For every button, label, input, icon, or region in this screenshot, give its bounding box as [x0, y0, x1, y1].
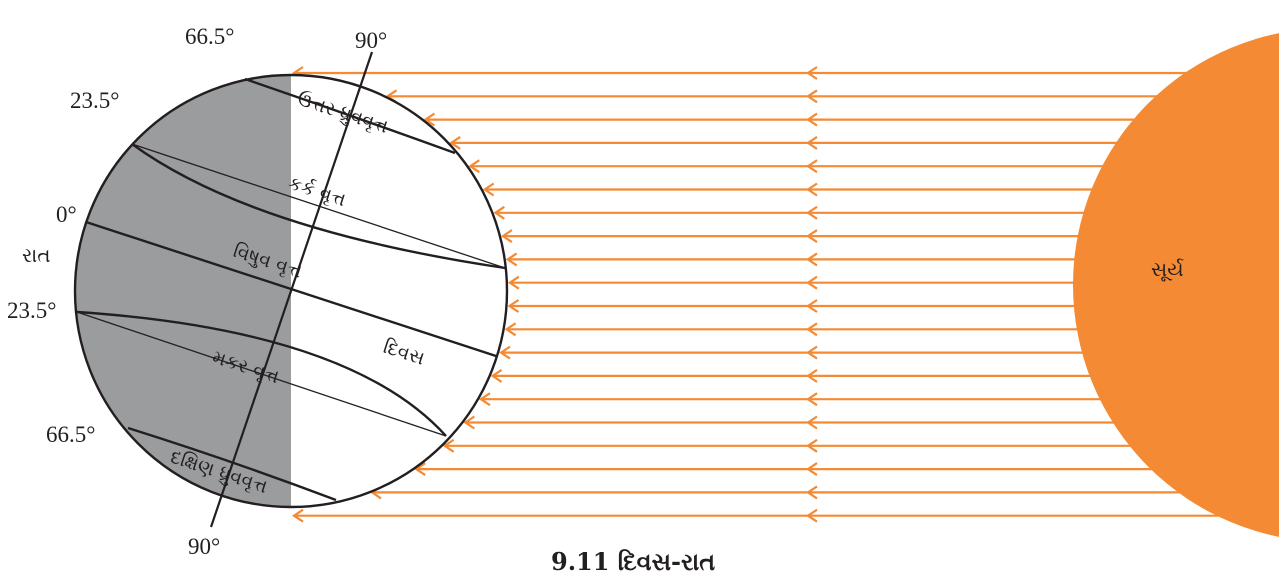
- figure-caption: 9.11 દિવસ-રાત: [551, 547, 715, 576]
- ray-arrowhead: [806, 182, 818, 197]
- ray-arrowhead: [468, 159, 480, 174]
- ray-arrowhead: [806, 368, 818, 383]
- ray-arrowhead: [806, 345, 818, 360]
- sun-rays: [292, 66, 1223, 523]
- ray-arrowhead: [806, 229, 818, 244]
- ray-arrowhead: [806, 66, 818, 80]
- latitude-label-north-66: 66.5°: [185, 24, 234, 49]
- ray-arrowhead: [806, 135, 818, 150]
- ray-arrowhead: [449, 135, 461, 150]
- latitude-label-south-66: 66.5°: [46, 422, 95, 447]
- ray-arrowhead: [463, 415, 475, 430]
- ray-arrowhead: [507, 299, 520, 313]
- axis-label-top: 90°: [355, 28, 387, 53]
- capricorn-line-inner: [76, 310, 447, 437]
- latitude-label-equator: 0°: [56, 202, 77, 227]
- ray-arrowhead: [442, 438, 455, 453]
- ray-arrowhead: [806, 252, 818, 267]
- ray-arrowhead: [507, 275, 520, 290]
- ray-arrowhead: [292, 508, 304, 523]
- ray-arrowhead: [806, 299, 818, 313]
- ray-arrowhead: [493, 205, 505, 220]
- ray-arrowhead: [806, 508, 818, 523]
- latitude-label-north-23: 23.5°: [70, 88, 119, 113]
- earth-axis: [209, 51, 374, 528]
- sun: [1073, 33, 1279, 537]
- ray-arrowhead: [806, 112, 818, 127]
- ray-arrowhead: [806, 438, 818, 453]
- night-label: રાત: [22, 243, 51, 267]
- ray-arrowhead: [806, 392, 818, 407]
- ray-arrowhead: [414, 462, 426, 477]
- ray-arrowhead: [806, 89, 818, 104]
- axis-label-bottom: 90°: [188, 534, 220, 559]
- antarctic-circle-line: [127, 426, 337, 502]
- ray-arrowhead: [500, 229, 513, 244]
- ray-arrowhead: [806, 415, 818, 430]
- latitude-label-south-23: 23.5°: [7, 298, 56, 323]
- ray-arrowhead: [806, 275, 818, 290]
- cancer-line-outer: [131, 143, 506, 269]
- earth-globe: [73, 51, 509, 528]
- ray-arrowhead: [806, 485, 818, 500]
- ray-arrowhead: [490, 368, 503, 383]
- ray-arrowhead: [499, 345, 511, 360]
- ray-arrowhead: [806, 159, 818, 174]
- latitude-lines: [76, 51, 506, 528]
- ray-arrowhead: [806, 462, 818, 477]
- ray-arrowhead: [806, 322, 818, 337]
- sun-label: સૂર્ય: [1151, 257, 1184, 281]
- capricorn-line-outer: [76, 311, 447, 437]
- ray-arrowhead: [478, 392, 491, 407]
- ray-arrowhead: [482, 182, 495, 197]
- ray-arrowhead: [806, 205, 818, 220]
- ray-arrowhead: [505, 252, 518, 267]
- ray-arrowhead: [504, 322, 517, 337]
- cancer-line-inner: [131, 143, 506, 270]
- ray-arrowhead: [423, 112, 436, 127]
